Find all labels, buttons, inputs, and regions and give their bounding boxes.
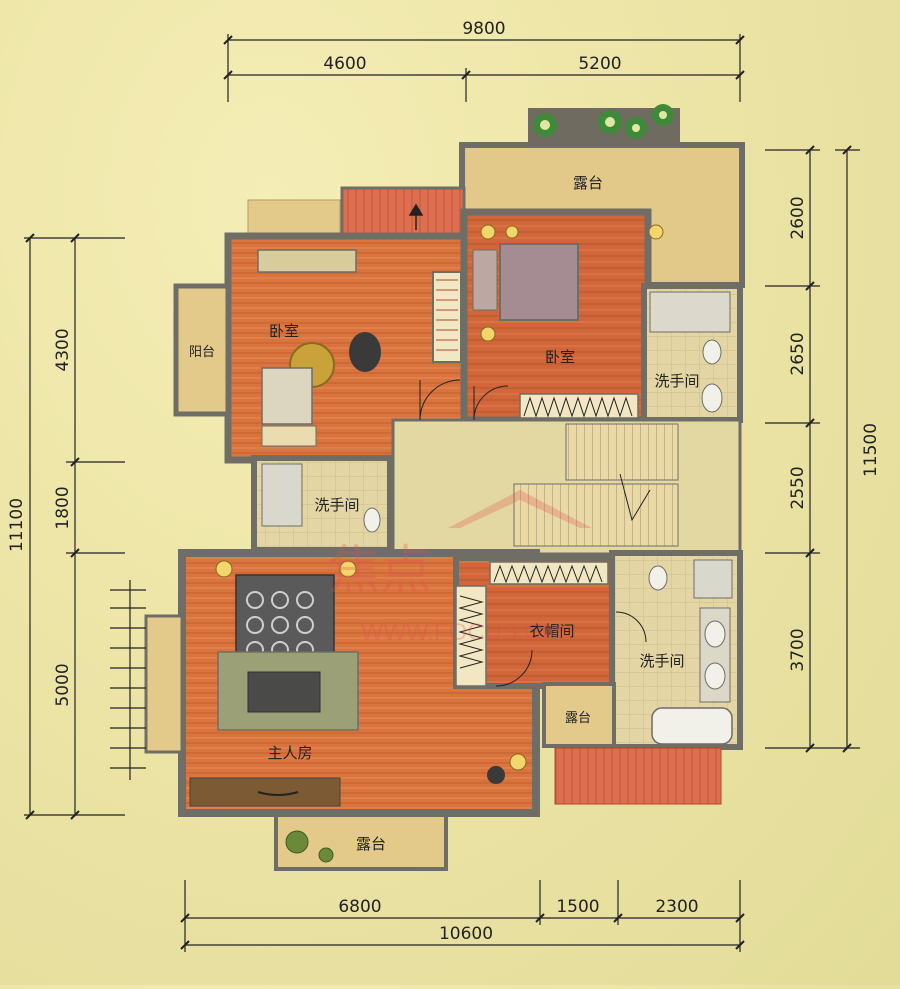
lamp-icon [648, 224, 664, 240]
dim-bottom-total: 10600 [439, 924, 493, 944]
plant-icons [533, 104, 674, 139]
dim-right-1: 2600 [788, 196, 808, 239]
basin-icon [701, 383, 723, 413]
closet-hangers-left [436, 279, 458, 351]
label-terrace-bottom: 露台 [356, 835, 386, 853]
basin-icon [704, 620, 726, 648]
dim-bottom-2: 1500 [556, 897, 599, 917]
shower-icon [649, 291, 731, 333]
side-table [261, 425, 317, 447]
shower-icon [693, 559, 733, 599]
bathtub-icon [651, 707, 733, 745]
dim-right-total: 11500 [861, 423, 881, 477]
dim-left-total: 11100 [7, 498, 27, 552]
dim-left-2: 1800 [53, 486, 73, 529]
tv-cabinet [189, 777, 341, 807]
label-terrace-small: 露台 [565, 711, 591, 726]
label-cloakroom: 衣帽间 [529, 622, 574, 640]
arrow-up-icon [408, 203, 424, 230]
label-bath-mid: 洗手间 [314, 496, 359, 514]
label-bath-right: 洗手间 [654, 372, 699, 390]
small-terrace [542, 682, 616, 748]
plant-icon [285, 830, 309, 854]
lamp-icon [339, 560, 357, 578]
plant-icon [318, 847, 334, 863]
dim-right-2: 2650 [788, 332, 808, 375]
desk [257, 249, 357, 273]
dimension-ticks [25, 35, 852, 950]
label-balcony: 阳台 [189, 345, 215, 360]
railing [110, 580, 146, 780]
armchair-icon [349, 332, 381, 372]
closet-zigzag-cloak [493, 564, 603, 584]
armchair-icon [487, 766, 505, 784]
toilet-icon [648, 565, 668, 591]
door-swings [419, 379, 647, 687]
label-bedroom-right: 卧室 [545, 348, 575, 366]
stairs-upper [565, 423, 679, 481]
label-bedroom-left: 卧室 [269, 322, 299, 340]
lamp-icon [480, 224, 496, 240]
label-master-room: 主人房 [267, 744, 312, 762]
south-deck [554, 747, 722, 805]
watermark-main: 焦点 [328, 542, 432, 600]
toilet-icon [702, 339, 722, 365]
bench [472, 249, 498, 311]
lamp-icon [480, 326, 496, 342]
dim-top-total: 9800 [462, 19, 505, 39]
lamp-icon [505, 225, 519, 239]
watermark-url: WWW.FOCUS.CN [361, 619, 560, 646]
double-bed [499, 243, 579, 321]
dim-left-3: 5000 [53, 663, 73, 706]
watermark: 焦点 WWW.FOCUS.CN [328, 490, 592, 646]
stairs-lower [513, 483, 679, 547]
closet-left [432, 271, 462, 363]
dim-top-right: 5200 [578, 54, 621, 74]
toilet-icon [363, 507, 381, 533]
dim-right-3: 2550 [788, 466, 808, 509]
lamp-icon [215, 560, 233, 578]
stair-arrow [619, 473, 651, 522]
dim-right-4: 3700 [788, 628, 808, 671]
lamp-icon [509, 753, 527, 771]
closet-zigzag-right [523, 396, 633, 418]
label-bath-lower: 洗手间 [639, 652, 684, 670]
lounge-chair [247, 671, 321, 713]
dim-bottom-1: 6800 [338, 897, 381, 917]
shower-icon [261, 463, 303, 527]
dim-top-left: 4600 [323, 54, 366, 74]
west-balcony [144, 614, 184, 754]
balcony [173, 283, 231, 417]
closet-zigzag-side [458, 595, 484, 669]
tv-icon [257, 791, 299, 796]
label-terrace-top: 露台 [573, 174, 603, 192]
watermark-roof-icon [448, 490, 592, 528]
dim-left-1: 4300 [53, 328, 73, 371]
closet-right [519, 393, 639, 419]
single-bed [261, 367, 313, 425]
basin-icon [704, 662, 726, 690]
dim-bottom-3: 2300 [655, 897, 698, 917]
